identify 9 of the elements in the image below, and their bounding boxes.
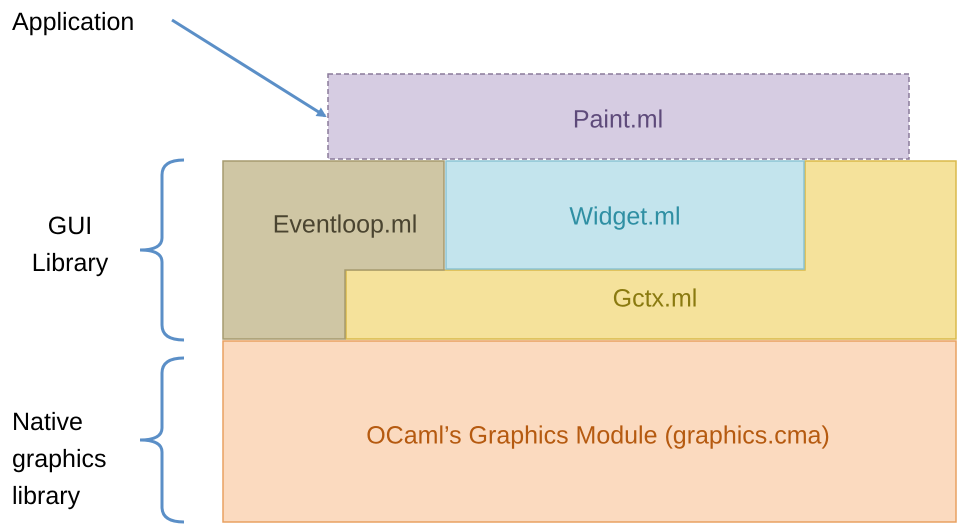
arrow (171, 18, 327, 118)
module-name: Paint.ml (572, 106, 664, 134)
module-name: Gctx.ml (612, 284, 698, 314)
layer-label: Native graphics library (12, 407, 108, 512)
module-name: Widget.ml (569, 202, 681, 232)
module-name: OCaml’s Graphics Module (graphics.cma) (366, 422, 830, 450)
module-name: Eventloop.ml (272, 210, 418, 240)
layer-label: GUI Library (30, 211, 110, 279)
layer-label: Application (12, 6, 134, 38)
